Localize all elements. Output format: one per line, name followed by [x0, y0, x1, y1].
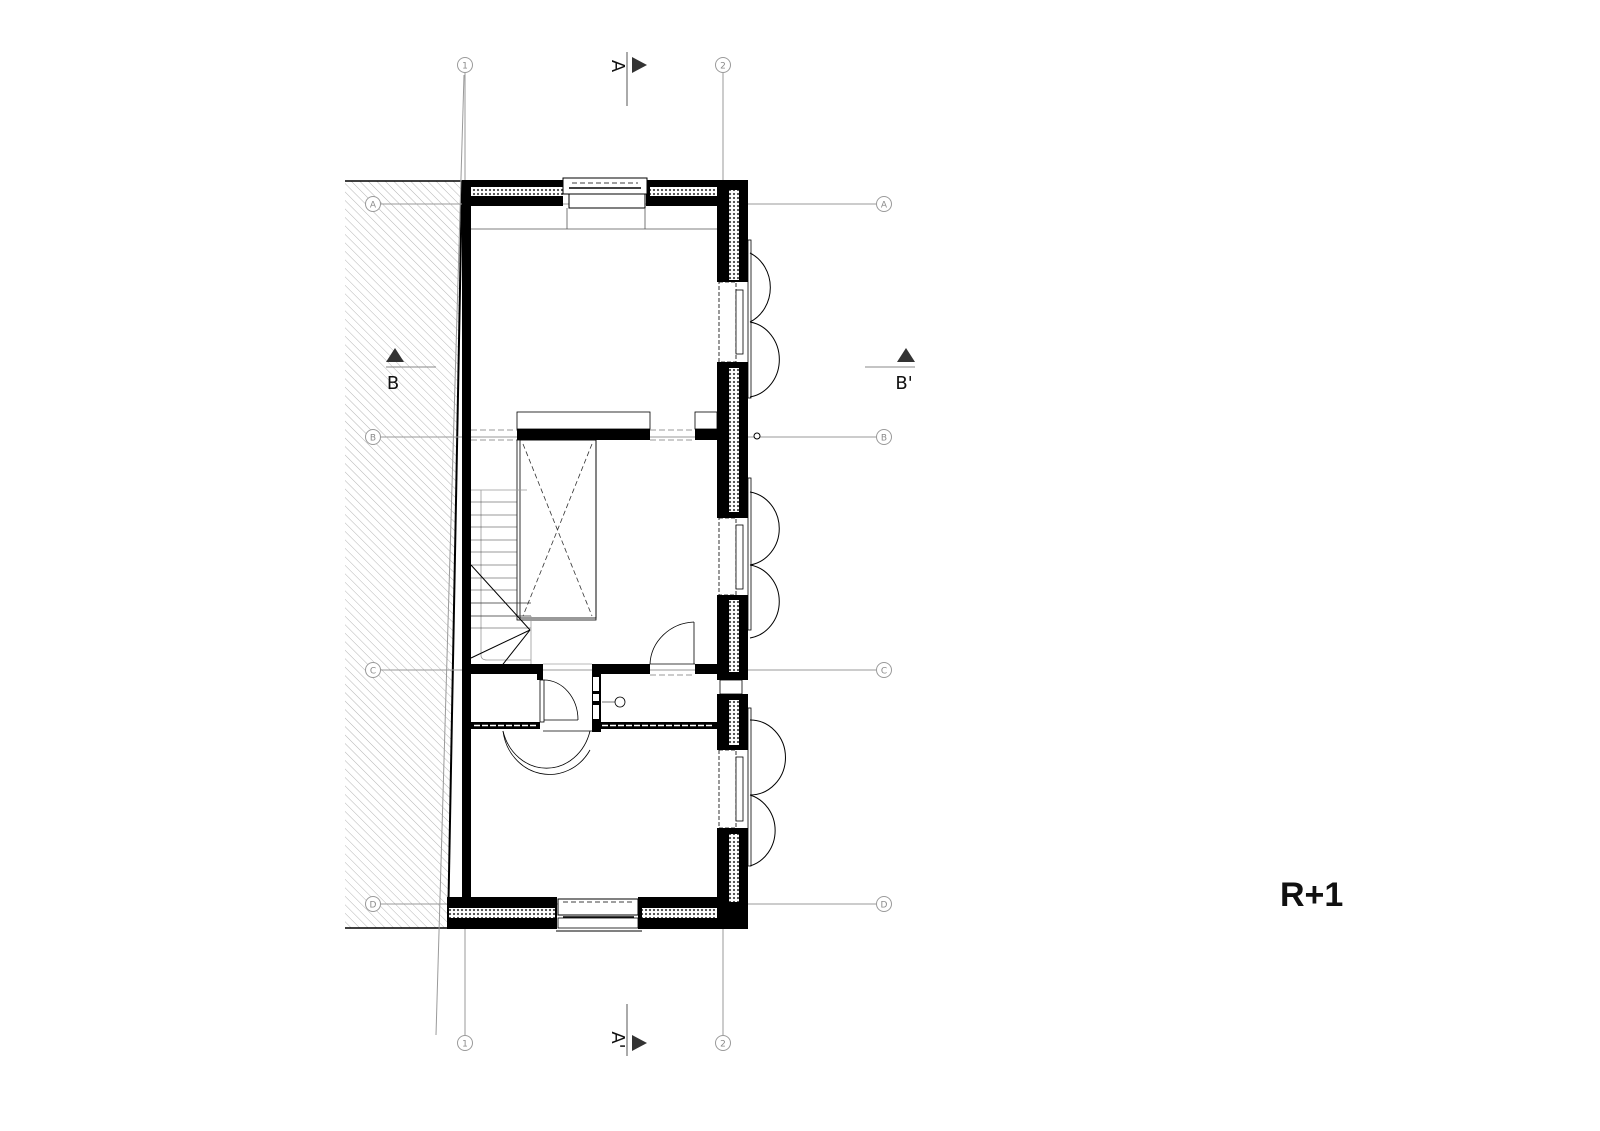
- interior-walls-c: [471, 663, 717, 732]
- svg-text:1: 1: [462, 1040, 468, 1050]
- bathroom-door: [502, 730, 591, 775]
- staircase: [470, 489, 532, 669]
- svg-text:D: D: [370, 901, 377, 911]
- section-mark-b-prime: B': [865, 348, 915, 394]
- svg-text:C: C: [370, 667, 376, 677]
- svg-text:B: B: [370, 434, 376, 444]
- section-mark-a-prime: A': [607, 1004, 647, 1056]
- void-opening: [516, 439, 597, 621]
- wc-door: [539, 679, 579, 723]
- exterior-walls: [447, 180, 748, 929]
- svg-text:C: C: [881, 667, 887, 677]
- svg-text:A: A: [607, 60, 628, 73]
- svg-text:2: 2: [720, 62, 726, 72]
- svg-text:D: D: [881, 901, 888, 911]
- svg-text:1: 1: [462, 62, 468, 72]
- landing-door: [649, 621, 695, 665]
- east-french-door-3: [718, 707, 786, 867]
- svg-text:A: A: [881, 201, 888, 211]
- svg-text:B: B: [387, 373, 399, 394]
- downpipe-icon: [753, 432, 761, 440]
- east-french-door-1: [718, 239, 780, 399]
- adjacent-building-hatch: [345, 74, 465, 1036]
- svg-text:2: 2: [720, 1040, 726, 1050]
- south-window: [556, 898, 642, 932]
- east-wall-vent: [719, 679, 743, 695]
- svg-text:B: B: [881, 434, 887, 444]
- svg-text:A: A: [370, 201, 377, 211]
- interior-wall-b: [471, 411, 718, 441]
- svg-text:B': B': [895, 373, 912, 394]
- north-window: [562, 177, 648, 229]
- shower-valve-icon: [602, 696, 626, 708]
- section-mark-b: B: [386, 348, 436, 394]
- east-french-door-2: [718, 477, 780, 639]
- level-label: R+1: [1280, 876, 1344, 914]
- svg-text:A': A': [607, 1031, 628, 1048]
- section-mark-a: A: [607, 52, 647, 106]
